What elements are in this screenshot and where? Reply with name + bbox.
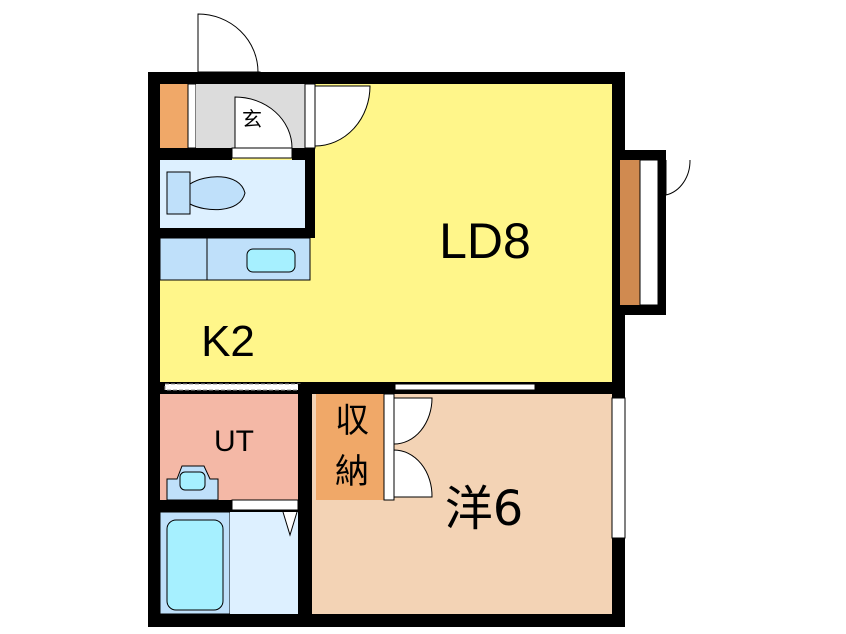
room-label-closet-top: 収 (335, 401, 369, 441)
room-label-kitchen: K2 (201, 317, 255, 366)
room-label-western: 洋6 (445, 481, 524, 537)
shoe-closet (160, 84, 188, 148)
room-label-entrance: 玄 (242, 107, 262, 131)
room-label-utility: UT (214, 425, 254, 458)
bay-window (612, 150, 691, 315)
toilet-fixture (166, 171, 246, 215)
bathtub (166, 519, 224, 611)
room-label-closet-bottom: 納 (335, 452, 369, 492)
room-label-ld: LD8 (439, 213, 531, 269)
kitchen-counter (159, 237, 311, 281)
